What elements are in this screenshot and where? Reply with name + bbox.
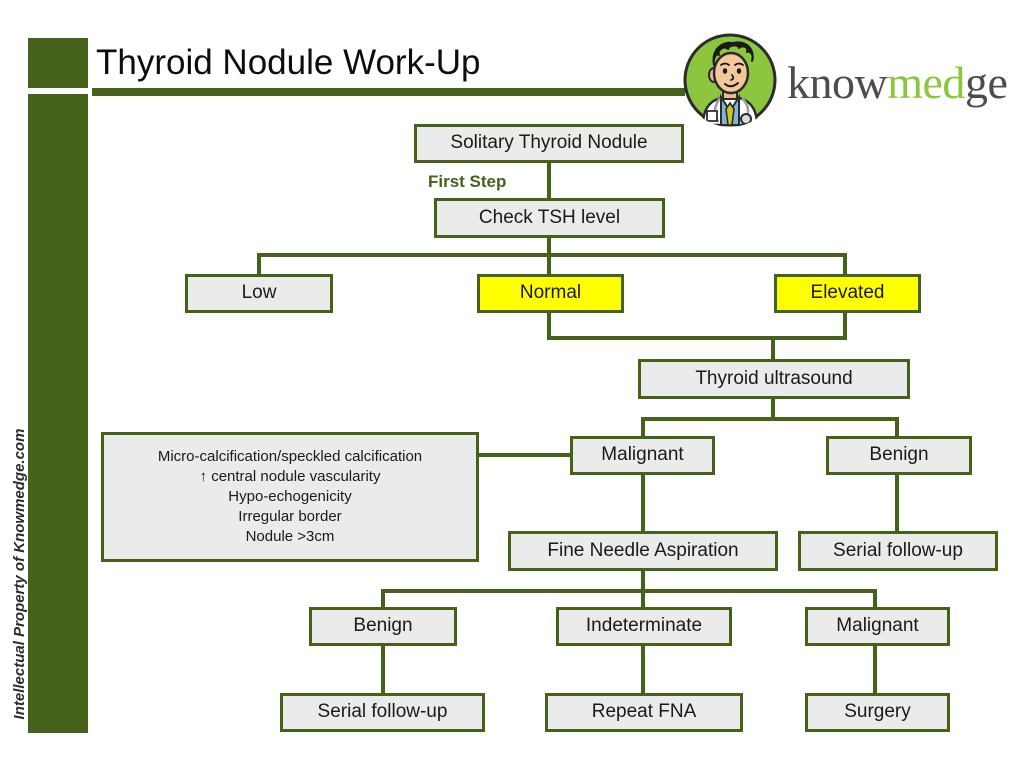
connector-normal-down	[547, 312, 551, 340]
connector-bus-to-fna-indeterminate	[641, 589, 645, 607]
wordmark-know: know	[787, 57, 888, 108]
header-accent-square-top	[28, 38, 88, 88]
connector-criteria-to-malignant	[478, 453, 572, 457]
first-step-label: First Step	[428, 172, 507, 191]
node-malignant-criteria: Micro-calcification/speckled calcificati…	[101, 432, 479, 562]
connector-bus-to-us-benign	[895, 417, 899, 437]
node-fine-needle-aspiration[interactable]: Fine Needle Aspiration	[508, 531, 778, 571]
node-ultrasound-malignant[interactable]: Malignant	[570, 436, 715, 475]
connector-bus-to-low	[257, 253, 261, 275]
criteria-line-3: Hypo-echogenicity	[228, 487, 352, 505]
connector-elevated-down	[843, 312, 847, 340]
node-ultrasound-benign[interactable]: Benign	[826, 436, 972, 475]
connector-benign-to-serial	[895, 475, 899, 531]
knowmedge-logo: knowmedge	[683, 30, 1008, 130]
sidebar-accent-bar	[28, 94, 88, 733]
connector-nodule-to-tsh	[547, 161, 551, 199]
connector-tsh-down	[547, 238, 551, 256]
node-fna-benign-action[interactable]: Serial follow-up	[280, 693, 485, 732]
doctor-cartoon-avatar-icon	[683, 33, 777, 127]
connector-bus-to-normal	[547, 253, 551, 275]
wordmark-ge: ge	[964, 57, 1008, 108]
connector-fna-bus	[381, 589, 877, 593]
criteria-line-1: Micro-calcification/speckled calcificati…	[157, 447, 423, 465]
connector-bus-to-fna-benign	[381, 589, 385, 607]
connector-bus-to-us-malignant	[641, 417, 645, 437]
connector-tsh-bus	[257, 253, 847, 257]
connector-bus-to-fna-malignant	[873, 589, 877, 607]
criteria-line-5: Nodule >3cm	[245, 528, 335, 546]
knowmedge-wordmark: knowmedge	[787, 56, 1008, 109]
criteria-line-2: ↑ central nodule vascularity	[199, 467, 381, 485]
connector-fna-indeterminate-to-action	[641, 646, 645, 693]
connector-fna-down	[641, 571, 645, 593]
header-accent-rule	[92, 88, 685, 96]
node-fna-malignant-action[interactable]: Surgery	[805, 693, 950, 732]
connector-ultrasound-bus	[641, 417, 899, 421]
node-normal[interactable]: Normal	[477, 274, 624, 313]
connector-us-merge-bus	[547, 336, 847, 340]
connector-bus-to-elevated	[843, 253, 847, 275]
connector-fna-malignant-to-action	[873, 646, 877, 693]
watermark-text: Intellectual Property of Knowmedge.com	[11, 428, 28, 720]
node-benign-serial-follow-up[interactable]: Serial follow-up	[798, 531, 998, 571]
node-fna-benign[interactable]: Benign	[309, 607, 457, 646]
connector-malignant-to-fna	[641, 475, 645, 531]
node-low[interactable]: Low	[185, 274, 333, 313]
wordmark-med: med	[887, 57, 965, 108]
node-thyroid-ultrasound[interactable]: Thyroid ultrasound	[638, 359, 910, 399]
criteria-line-4: Irregular border	[238, 508, 342, 526]
connector-ultrasound-down	[771, 398, 775, 420]
node-fna-indeterminate[interactable]: Indeterminate	[556, 607, 732, 646]
connector-fna-benign-to-action	[381, 646, 385, 693]
node-fna-malignant[interactable]: Malignant	[805, 607, 950, 646]
page-title: Thyroid Nodule Work-Up	[96, 43, 481, 82]
node-solitary-thyroid-nodule[interactable]: Solitary Thyroid Nodule	[414, 124, 684, 163]
connector-merge-to-ultrasound	[771, 336, 775, 360]
node-check-tsh-level[interactable]: Check TSH level	[434, 198, 665, 238]
node-fna-indeterminate-action[interactable]: Repeat FNA	[545, 693, 743, 732]
node-elevated[interactable]: Elevated	[774, 274, 921, 313]
